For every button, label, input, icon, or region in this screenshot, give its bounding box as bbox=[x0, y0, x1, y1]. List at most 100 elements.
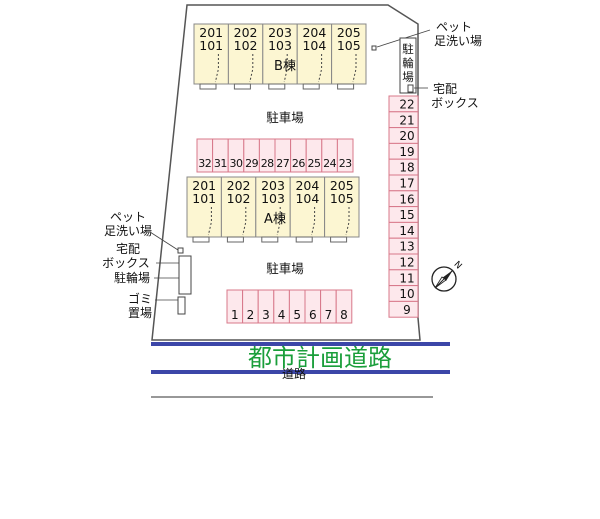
parking-slot-number: 6 bbox=[309, 308, 317, 322]
parking-slot-number: 10 bbox=[399, 287, 414, 301]
delivery-box-top-label-2: ボックス bbox=[431, 96, 479, 110]
pet-wash-left-label-1: ペット bbox=[110, 210, 146, 224]
building-a-unit-divider bbox=[207, 207, 212, 236]
parking-slot bbox=[336, 138, 354, 173]
building-a-unit-entrance bbox=[330, 236, 348, 243]
bicycle-top-area bbox=[399, 37, 417, 94]
building-b-unit-upper-number: 205 bbox=[337, 25, 361, 40]
pet-wash-top-label-2: 足洗い場 bbox=[434, 34, 482, 48]
building-b-unit-lower-number: 103 bbox=[268, 38, 292, 53]
parking-slot-number: 32 bbox=[198, 157, 211, 170]
parking-slot-number: 29 bbox=[245, 157, 258, 170]
bicycle-left-area bbox=[178, 255, 192, 295]
parking-slot-number: 22 bbox=[399, 98, 414, 112]
parking-slot-number: 27 bbox=[276, 157, 289, 170]
parking-upper-label: 駐車場 bbox=[266, 110, 304, 125]
parking-slot-number: 15 bbox=[399, 208, 414, 222]
parking-slot-number: 24 bbox=[323, 157, 336, 170]
compass-north-label: N bbox=[451, 260, 463, 272]
building-a-unit-divider bbox=[276, 207, 281, 236]
pet-wash-left-marker bbox=[177, 247, 184, 254]
building-a-unit-lower-number: 103 bbox=[261, 191, 285, 206]
building-b-unit-divider bbox=[214, 54, 219, 83]
building-b-unit bbox=[331, 23, 367, 85]
bicycle-top-label-1: 駐 bbox=[402, 42, 414, 56]
compass-icon: N bbox=[431, 260, 463, 292]
building-b-unit-divider bbox=[283, 54, 288, 83]
building-b-unit-lower-number: 105 bbox=[337, 38, 361, 53]
building-b-unit bbox=[193, 23, 229, 85]
building-b-unit-entrance bbox=[199, 83, 217, 90]
building-a-unit bbox=[289, 176, 326, 238]
parking-slot-number: 8 bbox=[340, 308, 348, 322]
delivery-box-left-label-1: 宅配 bbox=[116, 241, 140, 256]
building-a-unit-entrance bbox=[295, 236, 313, 243]
city-planned-road-label: 都市計画道路 bbox=[248, 344, 392, 372]
building-a-unit-upper-number: 201 bbox=[192, 178, 216, 193]
garbage-left-label-1: ゴミ bbox=[128, 291, 152, 306]
parking-slot-number: 4 bbox=[278, 308, 286, 322]
parking-slot-number: 16 bbox=[399, 192, 414, 206]
parking-slot-number: 11 bbox=[399, 271, 414, 285]
building-b-unit-upper-number: 204 bbox=[302, 25, 326, 40]
building-b-unit-lower-number: 102 bbox=[234, 38, 258, 53]
building-b-label: B棟 bbox=[274, 59, 296, 74]
parking-slot-number: 9 bbox=[403, 303, 411, 317]
parking-slot bbox=[388, 300, 419, 318]
building-b-unit-divider bbox=[318, 54, 323, 83]
building-a-unit-lower-number: 105 bbox=[330, 191, 354, 206]
parking-slot-number: 5 bbox=[293, 308, 301, 322]
building-b-unit-lower-number: 104 bbox=[302, 38, 326, 53]
building-a-unit-entrance bbox=[261, 236, 279, 243]
building-b-unit-entrance bbox=[337, 83, 355, 90]
building-a-unit-lower-number: 102 bbox=[227, 191, 251, 206]
parking-slot-number: 26 bbox=[292, 157, 305, 170]
delivery-box-top-label-1: 宅配 bbox=[433, 81, 457, 96]
building-a-unit-lower-number: 101 bbox=[192, 191, 216, 206]
parking-lower-label: 駐車場 bbox=[266, 261, 304, 276]
parking-slot-number: 12 bbox=[399, 256, 414, 270]
building-a-unit-divider bbox=[311, 207, 316, 236]
parking-slot-number: 19 bbox=[399, 145, 414, 159]
building-a-unit bbox=[324, 176, 360, 238]
building-b-unit-upper-number: 201 bbox=[199, 25, 223, 40]
building-b-unit-upper-number: 202 bbox=[234, 25, 258, 40]
parking-slot-number: 2 bbox=[247, 308, 255, 322]
bicycle-top-label-2: 輪 bbox=[402, 56, 414, 70]
parking-slot-number: 30 bbox=[230, 157, 243, 170]
parking-slot-number: 7 bbox=[325, 308, 333, 322]
road-label: 道路 bbox=[282, 366, 306, 381]
pet-wash-top-marker bbox=[371, 45, 377, 51]
building-b-unit-entrance bbox=[268, 83, 286, 90]
building-a-unit-upper-number: 202 bbox=[227, 178, 251, 193]
bicycle-top-label-3: 場 bbox=[402, 70, 414, 84]
building-a-label: A棟 bbox=[264, 212, 286, 227]
parking-slot-number: 31 bbox=[214, 157, 227, 170]
parking-slot-number: 21 bbox=[399, 113, 414, 127]
delivery-box-left-label-2: ボックス bbox=[102, 256, 150, 270]
parking-slot-number: 13 bbox=[399, 240, 414, 254]
building-b-unit bbox=[227, 23, 264, 85]
parking-slot-number: 17 bbox=[399, 177, 414, 191]
parking-slot-number: 23 bbox=[339, 157, 352, 170]
parking-slot-number: 20 bbox=[399, 129, 414, 143]
building-a-unit-upper-number: 204 bbox=[295, 178, 319, 193]
building-a-unit-lower-number: 104 bbox=[295, 191, 319, 206]
pet-wash-top-label-1: ペット bbox=[436, 20, 472, 34]
building-b-unit-upper-number: 203 bbox=[268, 25, 292, 40]
parking-slot-number: 3 bbox=[262, 308, 270, 322]
parking-slot-number: 18 bbox=[399, 161, 414, 175]
parking-slot bbox=[335, 289, 353, 324]
building-b-unit-divider bbox=[249, 54, 254, 83]
building-a-unit-entrance bbox=[226, 236, 244, 243]
building-b-unit-lower-number: 101 bbox=[199, 38, 223, 53]
parking-slot-number: 25 bbox=[308, 157, 321, 170]
building-a-unit-entrance bbox=[192, 236, 210, 243]
building-b-unit bbox=[296, 23, 333, 85]
